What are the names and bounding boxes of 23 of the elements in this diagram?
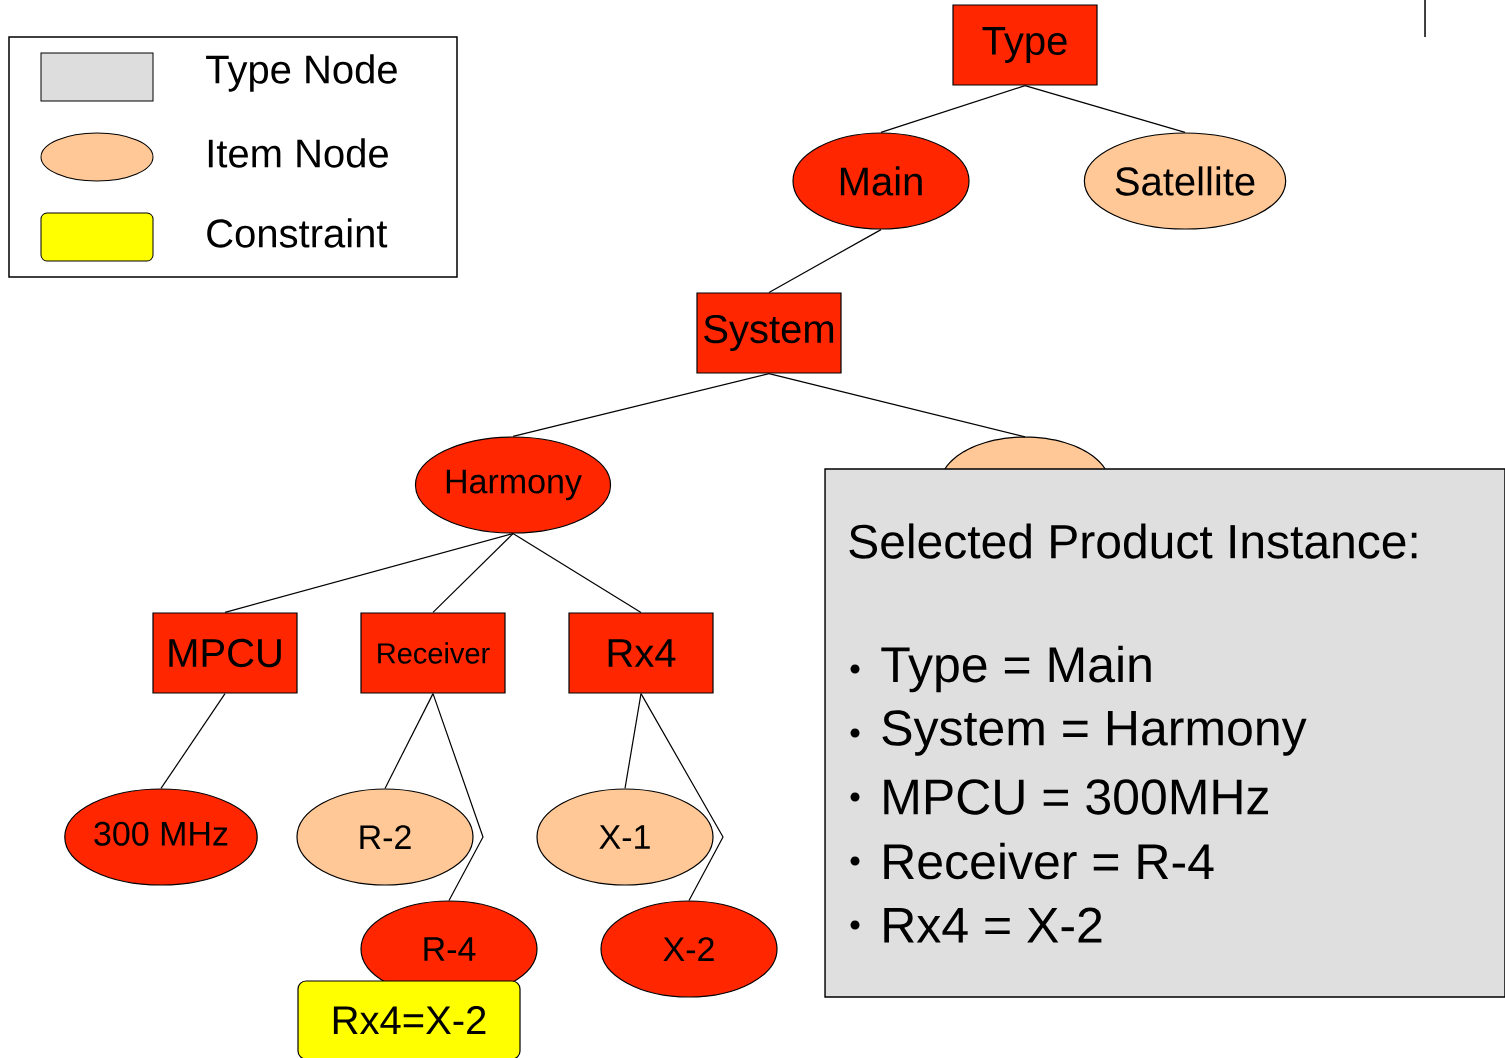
connector-line bbox=[768, 229, 882, 293]
connector-line bbox=[160, 693, 226, 789]
type-box: Type bbox=[952, 4, 1098, 86]
legend-label: Constraint bbox=[207, 218, 388, 248]
connector-line bbox=[880, 85, 1026, 133]
connector-line bbox=[432, 533, 514, 613]
type-box: System bbox=[696, 292, 842, 374]
connector-line bbox=[1024, 85, 1186, 133]
legend-label: Item Node bbox=[208, 138, 388, 168]
connector-line bbox=[512, 373, 770, 437]
constraint-box: Rx4=X-2 bbox=[297, 980, 521, 1058]
connector-line bbox=[768, 373, 1026, 438]
connector-line bbox=[512, 533, 642, 613]
connector-line bbox=[384, 693, 434, 789]
connector-line bbox=[224, 533, 514, 613]
legend-label: Type Node bbox=[206, 54, 397, 92]
info-panel: Selected Product Instance: Type = Main System = Harmony MPCU = 300MHz Receiver = R-4 Rx4 = X-2 bbox=[824, 468, 1505, 998]
type-box: MPCU bbox=[152, 612, 298, 694]
type-box: Rx4 bbox=[568, 612, 714, 694]
connector-line bbox=[624, 693, 642, 789]
connector-line bbox=[432, 693, 484, 901]
connector-line bbox=[640, 693, 724, 901]
type-box: Receiver bbox=[360, 612, 506, 694]
